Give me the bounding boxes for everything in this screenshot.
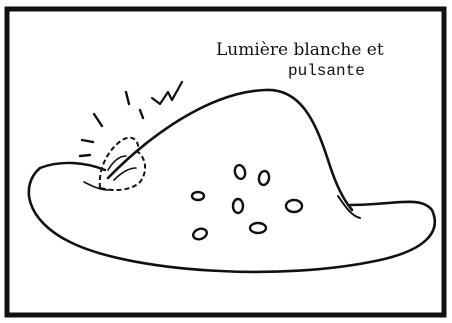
porthole [258,170,270,186]
porthole [233,199,243,213]
brim-outline [29,168,435,272]
caption-line-2: pulsante [216,61,384,82]
dome-outline [108,90,352,210]
lightning-bolt-icon [152,82,182,104]
light-caption: Lumière blanche et pulsante [216,40,384,82]
light-bump-shading [84,156,136,190]
caption-line-1: Lumière blanche et [216,40,384,61]
porthole [192,227,209,241]
portholes [192,164,302,241]
porthole [250,223,266,233]
light-rays-icon [80,92,143,156]
porthole [286,200,302,212]
brim-left-top [40,163,105,170]
porthole [192,192,204,200]
porthole [233,164,246,180]
